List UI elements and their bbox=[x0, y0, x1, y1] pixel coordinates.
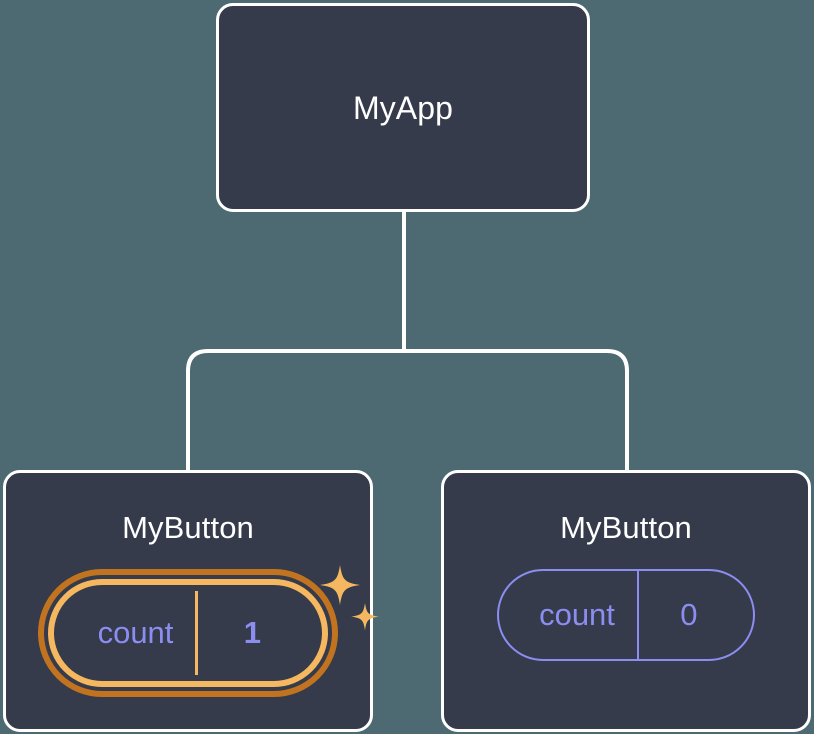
node-myapp[interactable]: MyApp bbox=[216, 3, 590, 212]
node-title: MyApp bbox=[352, 89, 454, 126]
connector-branch-bar bbox=[186, 349, 629, 472]
state-pill-row-right: count 0 bbox=[497, 569, 755, 661]
state-pill-row-left: count 1 bbox=[37, 565, 379, 697]
node-mybutton-left[interactable]: MyButton count 1 bbox=[3, 470, 379, 732]
state-pill-inner: count 1 bbox=[47, 579, 329, 687]
state-pill[interactable]: count 0 bbox=[497, 569, 755, 661]
state-key-label: count bbox=[539, 597, 615, 632]
state-pill-highlighted[interactable]: count 1 bbox=[37, 569, 339, 697]
state-value-label: 0 bbox=[680, 597, 698, 632]
sparkle-small-icon bbox=[350, 603, 379, 631]
state-key-label: count bbox=[97, 615, 174, 650]
node-title: MyButton bbox=[560, 510, 692, 545]
node-title: MyButton bbox=[122, 510, 254, 545]
state-pill-divider bbox=[636, 571, 639, 659]
state-pill-divider bbox=[195, 591, 199, 675]
node-mybutton-right[interactable]: MyButton count 0 bbox=[441, 470, 811, 732]
state-value-label: 1 bbox=[243, 615, 262, 650]
